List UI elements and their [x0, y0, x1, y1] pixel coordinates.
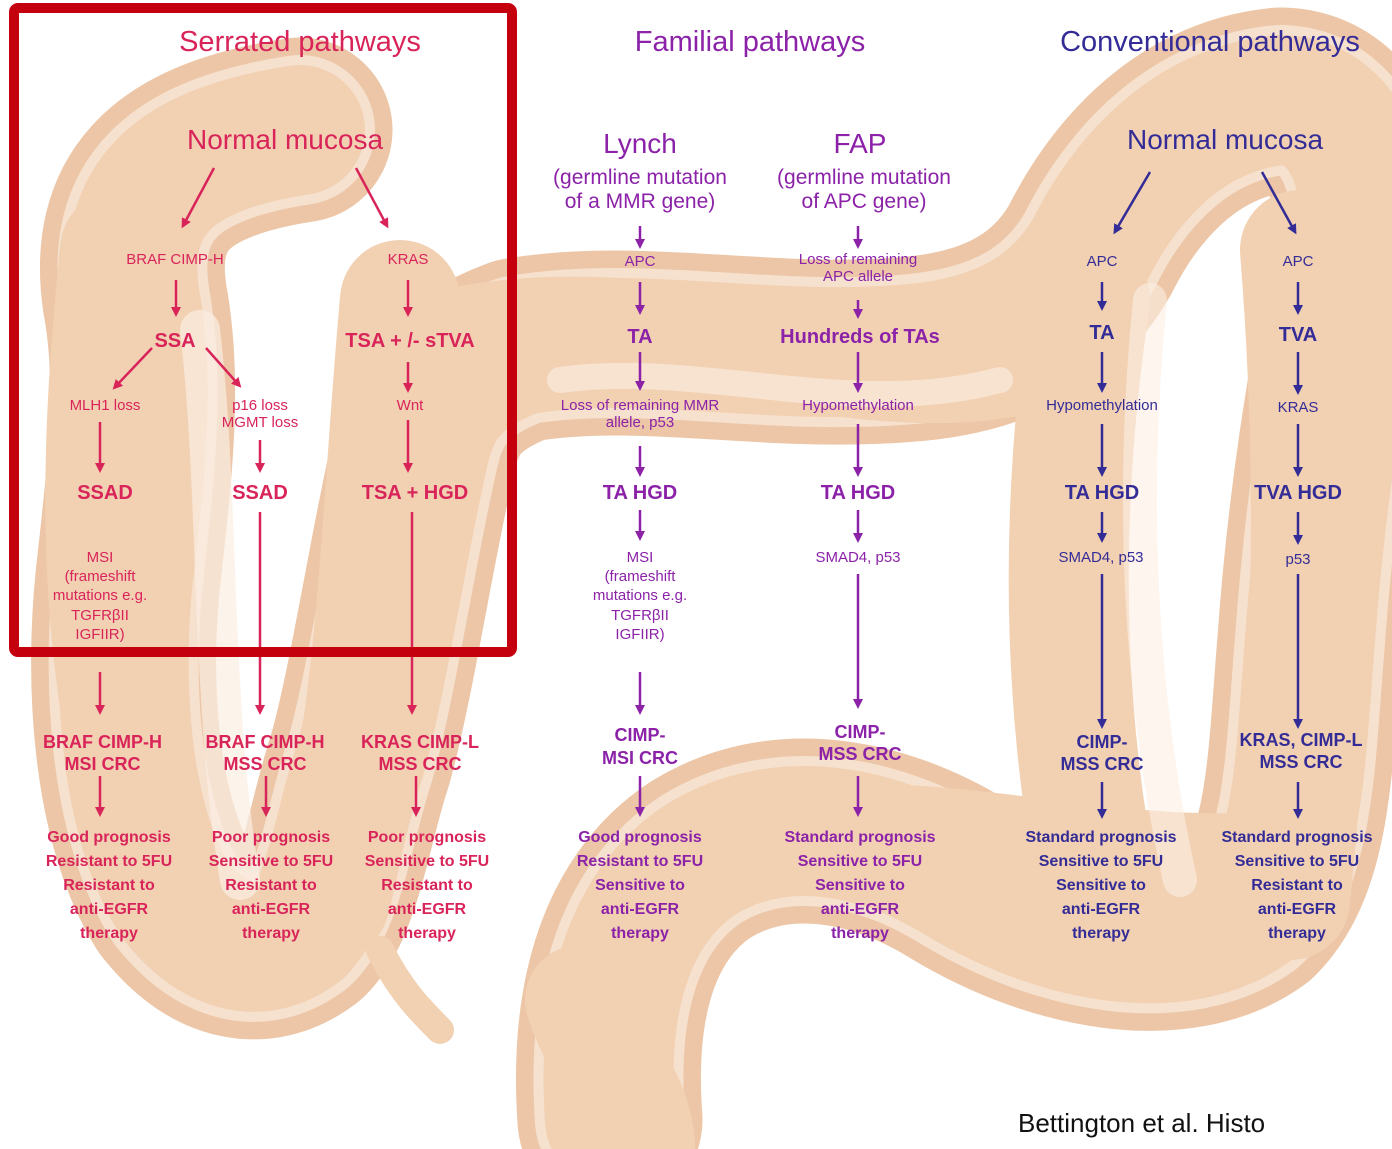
serrated-kras: KRAS	[360, 252, 456, 269]
familial-ta-hgd-2: TA HGD	[808, 482, 908, 504]
familial-fap-germline: (germline mutation of APC gene)	[752, 166, 976, 213]
familial-prognosis-2: Standard prognosis Sensitive to 5FU Sens…	[765, 826, 955, 946]
familial-prognosis-1: Good prognosis Resistant to 5FU Sensitiv…	[562, 826, 718, 946]
conventional-crc-2: KRAS, CIMP-L MSS CRC	[1222, 730, 1380, 773]
conventional-hypomethylation: Hypomethylation	[1022, 398, 1182, 415]
conventional-prognosis-1: Standard prognosis Sensitive to 5FU Sens…	[1005, 826, 1197, 946]
serrated-p16-loss: p16 loss MGMT loss	[210, 398, 310, 432]
conventional-smad4-p53: SMAD4, p53	[1038, 550, 1164, 567]
serrated-msi: MSI (frameshift mutations e.g. TGFRβII I…	[40, 548, 160, 644]
header-familial: Familial pathways	[600, 26, 900, 58]
header-serrated: Serrated pathways	[150, 26, 450, 58]
conventional-apc-1: APC	[1072, 254, 1132, 271]
header-conventional: Conventional pathways	[1030, 26, 1390, 58]
familial-loss-mmr: Loss of remaining MMR allele, p53	[540, 398, 740, 432]
conventional-ta: TA	[1067, 322, 1137, 344]
familial-loss-apc: Loss of remaining APC allele	[775, 252, 941, 286]
conventional-tva-hgd: TVA HGD	[1238, 482, 1358, 504]
familial-crc-2: CIMP- MSS CRC	[795, 722, 925, 765]
serrated-normal-mucosa: Normal mucosa	[150, 124, 420, 155]
serrated-wnt: Wnt	[380, 398, 440, 415]
serrated-prognosis-3: Poor prognosis Sensitive to 5FU Resistan…	[352, 826, 502, 946]
conventional-crc-1: CIMP- MSS CRC	[1037, 732, 1167, 775]
familial-lynch-germline: (germline mutation of a MMR gene)	[528, 166, 752, 213]
conventional-normal-mucosa: Normal mucosa	[1090, 124, 1360, 155]
conventional-apc-2: APC	[1268, 254, 1328, 271]
familial-lynch: Lynch	[560, 128, 720, 159]
familial-ta-hgd-1: TA HGD	[590, 482, 690, 504]
familial-crc-1: CIMP- MSI CRC	[575, 724, 705, 769]
serrated-braf-cimp: BRAF CIMP-H	[100, 252, 250, 269]
serrated-crc-3: KRAS CIMP-L MSS CRC	[345, 732, 495, 775]
familial-apc: APC	[600, 254, 680, 271]
serrated-tsa: TSA + /- sTVA	[320, 330, 500, 352]
serrated-ssa: SSA	[140, 330, 210, 352]
conventional-kras: KRAS	[1262, 400, 1334, 417]
serrated-ssad-2: SSAD	[215, 482, 305, 504]
colon-shape	[105, 100, 1366, 1149]
conventional-tva: TVA	[1263, 324, 1333, 346]
serrated-mlh1-loss: MLH1 loss	[50, 398, 160, 415]
familial-fap: FAP	[790, 128, 930, 159]
familial-hundreds-tas: Hundreds of TAs	[765, 326, 955, 348]
serrated-prognosis-1: Good prognosis Resistant to 5FU Resistan…	[34, 826, 184, 946]
serrated-crc-1: BRAF CIMP-H MSI CRC	[30, 732, 175, 775]
citation-text: Bettington et al. Histo	[1018, 1108, 1265, 1139]
conventional-ta-hgd: TA HGD	[1052, 482, 1152, 504]
conventional-p53: p53	[1268, 552, 1328, 569]
familial-ta: TA	[600, 326, 680, 348]
serrated-tsa-hgd: TSA + HGD	[350, 482, 480, 504]
serrated-prognosis-2: Poor prognosis Sensitive to 5FU Resistan…	[196, 826, 346, 946]
serrated-crc-2: BRAF CIMP-H MSS CRC	[190, 732, 340, 775]
familial-hypomethylation: Hypomethylation	[780, 398, 936, 415]
serrated-ssad-1: SSAD	[60, 482, 150, 504]
conventional-prognosis-2: Standard prognosis Sensitive to 5FU Resi…	[1204, 826, 1390, 946]
familial-msi: MSI (frameshift mutations e.g. TGFRβII I…	[580, 548, 700, 644]
familial-smad4-p53: SMAD4, p53	[795, 550, 921, 567]
